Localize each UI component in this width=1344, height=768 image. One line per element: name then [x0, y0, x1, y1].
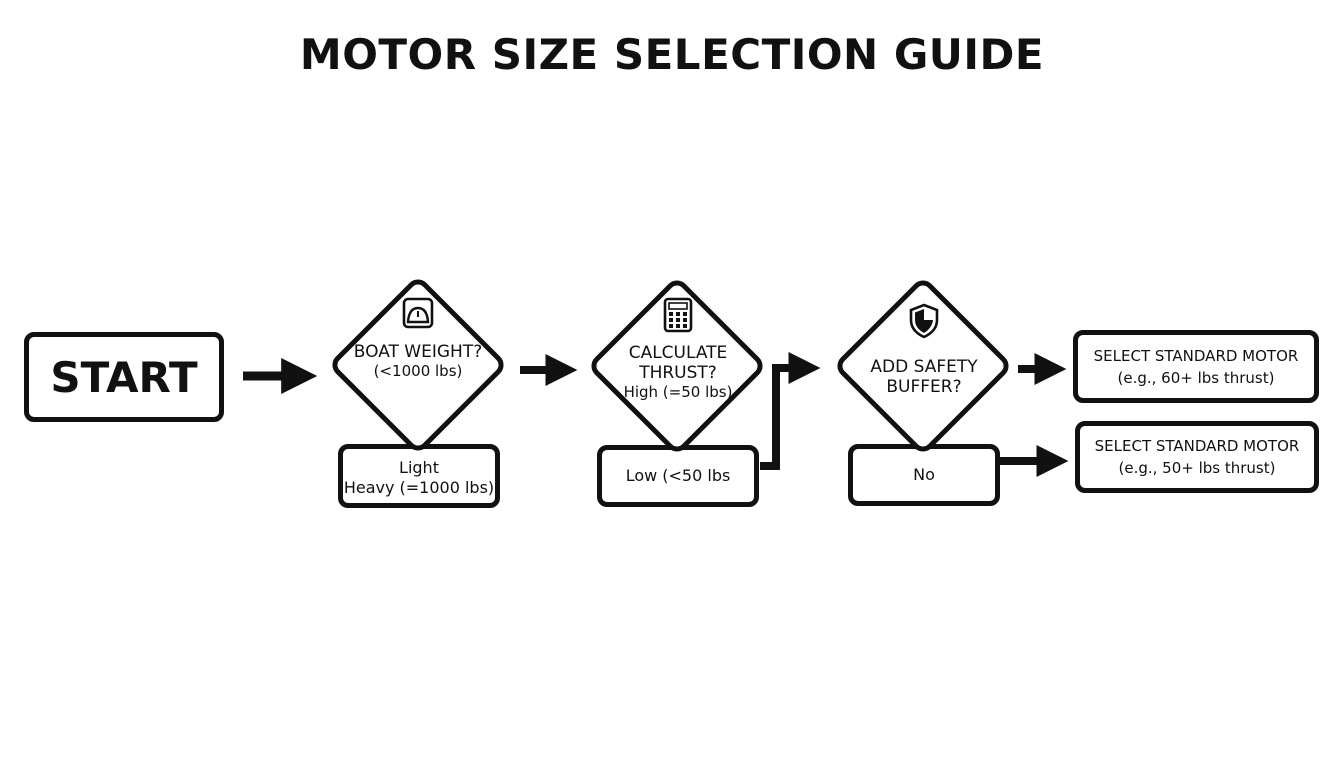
decision-safety-question-line2: BUFFER?	[886, 377, 962, 397]
decision-safety-question-line1: ADD SAFETY	[870, 357, 978, 377]
scale-icon	[401, 296, 435, 330]
result-1-line1: SELECT STANDARD MOTOR	[1093, 346, 1299, 365]
answer-box-weight: Light Heavy (=1000 lbs)	[338, 444, 500, 508]
start-node: START	[24, 332, 224, 422]
decision-thrust-subtext: High (=50 lbs)	[623, 383, 733, 401]
decision-thrust-question-line1: CALCULATE	[628, 343, 728, 363]
answer-thrust-line1: Low (<50 lbs	[625, 466, 731, 485]
result-box-1: SELECT STANDARD MOTOR (e.g., 60+ lbs thr…	[1073, 330, 1319, 403]
decision-weight-label: BOAT WEIGHT? (<1000 lbs)	[328, 296, 508, 381]
decision-weight-question: BOAT WEIGHT?	[353, 342, 483, 362]
decision-weight-subtext: (<1000 lbs)	[373, 362, 463, 380]
result-box-2: SELECT STANDARD MOTOR (e.g., 50+ lbs thr…	[1075, 421, 1319, 493]
decision-safety-label: ADD SAFETY BUFFER?	[834, 303, 1014, 397]
answer-box-thrust: Low (<50 lbs	[597, 445, 759, 507]
arrow-low-to-safety	[760, 352, 821, 470]
decision-thrust-question-line2: THRUST?	[639, 363, 717, 383]
answer-safety-line1: No	[913, 465, 935, 484]
result-2-line1: SELECT STANDARD MOTOR	[1094, 437, 1300, 455]
result-1-line2: (e.g., 60+ lbs thrust)	[1117, 368, 1275, 387]
calculator-icon	[663, 297, 693, 333]
answer-weight-line2: Heavy (=1000 lbs)	[343, 478, 495, 497]
decision-thrust-label: CALCULATE THRUST? High (=50 lbs)	[588, 297, 768, 402]
start-label: START	[50, 352, 198, 402]
shield-icon	[908, 303, 940, 339]
answer-box-safety: No	[848, 444, 1000, 506]
page-title: MOTOR SIZE SELECTION GUIDE	[299, 30, 1045, 79]
result-2-line2: (e.g., 50+ lbs thrust)	[1118, 459, 1276, 477]
answer-weight-line1: Light	[399, 458, 439, 477]
